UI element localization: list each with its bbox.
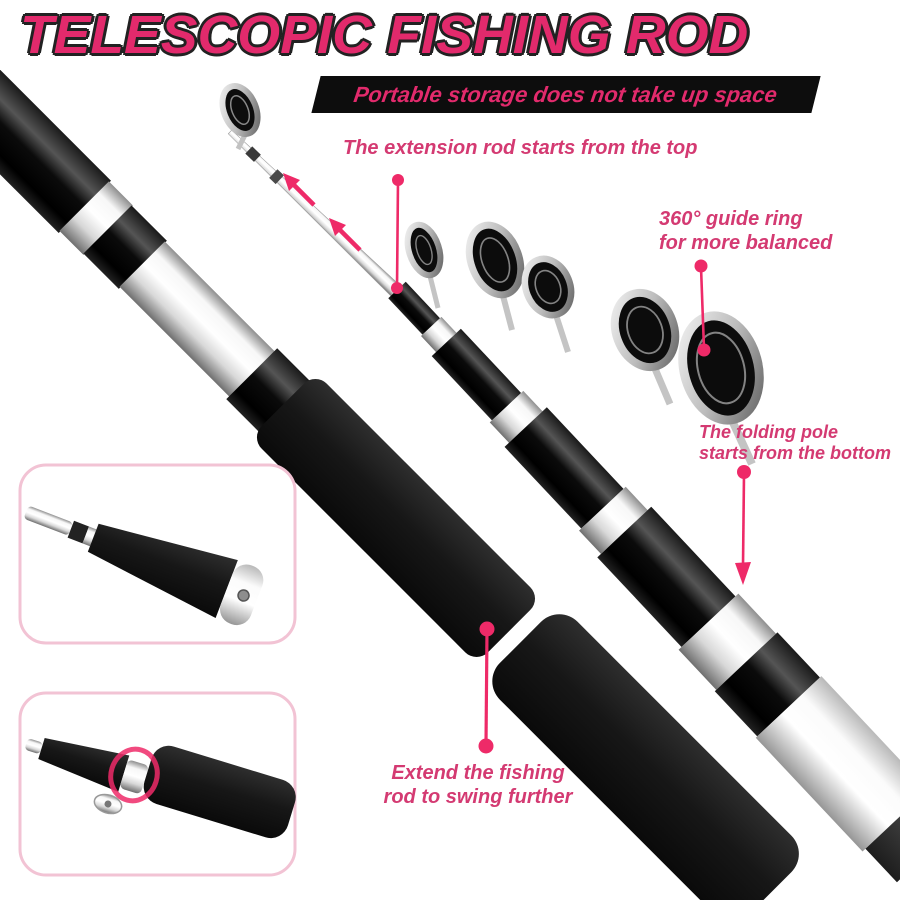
annotation-folding-pole: The folding pole starts from the bottom	[699, 422, 891, 464]
inset-handle-closeup	[18, 463, 297, 645]
wide-chrome-band	[678, 593, 777, 690]
extended-rod	[0, 67, 799, 900]
collapsed-rod-butt	[755, 676, 900, 852]
guide-ring-2	[465, 221, 525, 299]
annotation-guide-ring-line2: for more balanced	[659, 231, 833, 254]
subtitle-banner: Portable storage does not take up space	[311, 76, 821, 113]
annotation-guide-ring: 360° guide ring for more balanced	[659, 208, 832, 255]
guide-ring-3	[521, 255, 575, 319]
rod-tip-section	[219, 83, 402, 298]
collapsed-rod	[388, 281, 900, 883]
annotation-extension-rod: The extension rod starts from the top	[343, 137, 698, 159]
inset-connector-closeup	[18, 691, 297, 877]
annotation-extend-swing-line2: rod to swing further	[383, 785, 573, 808]
annotation-guide-ring-line1: 360° guide ring	[659, 208, 803, 230]
foam-grip-upper	[256, 378, 536, 658]
butt-cap	[865, 792, 900, 883]
subtitle-banner-text: Portable storage does not take up space	[352, 81, 780, 107]
rod-butt-section	[0, 67, 112, 234]
guide-ring-4	[610, 288, 680, 372]
page-title: TELESCOPIC FISHING ROD	[20, 5, 749, 65]
leader-guide-ring	[694, 259, 711, 357]
annotation-folding-pole-line2: starts from the bottom	[699, 443, 892, 464]
annotation-extend-swing-line1: Extend the fishing	[391, 762, 565, 784]
guide-ring-1	[404, 221, 444, 279]
rod-reel-seat	[226, 348, 310, 432]
annotation-folding-pole-line1: The folding pole	[699, 422, 838, 442]
leader-folding-pole	[735, 465, 751, 585]
leader-extension-rod	[391, 174, 404, 294]
rod-chrome-band	[59, 181, 133, 255]
screw-cap	[93, 793, 123, 815]
guide-rings	[404, 221, 764, 466]
extension-direction-arrows	[283, 173, 362, 252]
rod-black-band	[83, 205, 167, 289]
tip-guide-ring	[219, 83, 261, 137]
foam-grip-lower	[492, 614, 799, 900]
leader-extend-swing	[478, 621, 495, 754]
annotation-extend-swing: Extend the fishing rod to swing further	[368, 762, 588, 809]
rod-chrome-section	[119, 241, 276, 398]
connector-highlight-ring	[108, 746, 160, 804]
guide-ring-5	[678, 311, 764, 425]
